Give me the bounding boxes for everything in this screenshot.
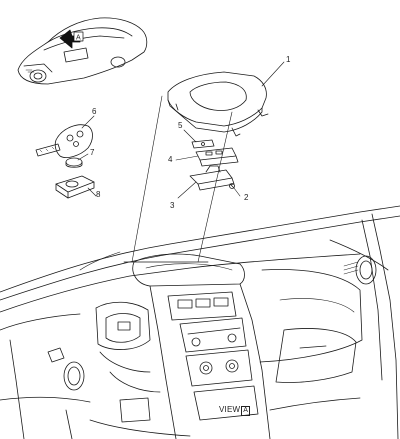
part-8-key-holder xyxy=(55,175,95,199)
part-2-screw xyxy=(229,183,235,189)
callout-6: 6 xyxy=(92,107,97,116)
part-3-bracket xyxy=(189,165,235,191)
part-4-switch-module xyxy=(195,147,239,167)
view-caption-letter: A xyxy=(241,406,251,416)
callout-4: 4 xyxy=(168,155,173,164)
part-1-trim-bezel xyxy=(167,71,269,137)
leader-lines xyxy=(77,61,285,263)
vehicle-locator-thumbnail: A xyxy=(17,17,148,85)
part-6-key-fob xyxy=(35,124,93,158)
callout-3: 3 xyxy=(170,201,175,210)
dashboard-overview xyxy=(0,205,400,439)
callout-labels: 1 2 3 4 5 6 7 8 xyxy=(90,55,291,210)
callout-2: 2 xyxy=(244,193,249,202)
callout-8: 8 xyxy=(96,190,101,199)
callout-7: 7 xyxy=(90,148,95,157)
callout-1: 1 xyxy=(286,55,291,64)
view-caption-prefix: VIEW xyxy=(219,405,241,414)
part-5-clip xyxy=(191,139,215,149)
part-7-coin-battery xyxy=(65,157,83,168)
vehicle-view-marker: A xyxy=(76,35,81,42)
callout-5: 5 xyxy=(178,121,183,130)
